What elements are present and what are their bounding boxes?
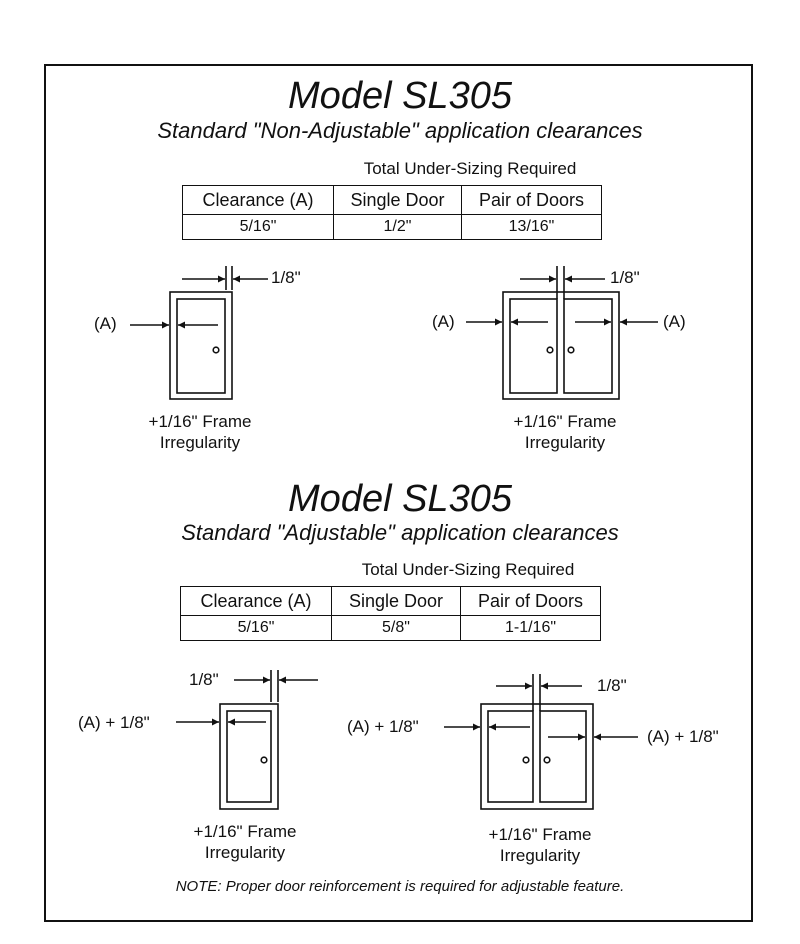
clearance-label: (A) (432, 312, 455, 331)
door-frame-outer (502, 291, 620, 400)
door-panel-left (487, 710, 534, 803)
single-door-drawing-2 (176, 670, 318, 810)
door-panel (176, 298, 226, 394)
door-knob-icon (546, 346, 554, 354)
gap-label: 1/8" (271, 268, 301, 287)
section2-subtitle: Standard "Adjustable" application cleara… (181, 520, 619, 545)
section1-subtitle: Standard "Non-Adjustable" application cl… (157, 118, 643, 143)
door-knob-icon (260, 756, 268, 764)
clearance-label: (A) + 1/8" (647, 727, 719, 746)
gap-label: 1/8" (597, 676, 627, 695)
section2-table-caption: Total Under-Sizing Required (361, 560, 575, 579)
table-header-cell: Clearance (A) (182, 185, 334, 215)
clearance-label: (A) + 1/8" (347, 717, 419, 736)
table-header-cell: Clearance (A) (180, 586, 332, 616)
door-knob-icon (212, 346, 220, 354)
table-cell: 1-1/16" (460, 615, 601, 641)
frame-note: +1/16" Frame (148, 412, 252, 431)
gap-label: 1/8" (610, 268, 640, 287)
frame-note: +1/16" Frame (193, 822, 297, 841)
section1-table-caption: Total Under-Sizing Required (363, 159, 577, 178)
clearance-label: (A) (663, 312, 686, 331)
door-knob-icon (522, 756, 530, 764)
table-cell: 5/16" (182, 214, 334, 240)
table-cell: 13/16" (461, 214, 602, 240)
table-header-row: Clearance (A) Single Door Pair of Doors (182, 185, 602, 215)
section2-title: Model SL305 (288, 478, 512, 520)
door-panel-right (539, 710, 587, 803)
door-frame-outer (219, 703, 279, 810)
gap-label: 1/8" (189, 670, 219, 689)
door-frame-outer (169, 291, 233, 400)
table-header-row: Clearance (A) Single Door Pair of Doors (180, 586, 601, 616)
table-row: 5/16" 5/8" 1-1/16" (180, 615, 601, 641)
clearance-label: (A) + 1/8" (78, 713, 150, 732)
frame-note: Irregularity (159, 433, 241, 452)
section1-table: Clearance (A) Single Door Pair of Doors … (182, 185, 602, 240)
door-panel-right (563, 298, 613, 394)
pair-door-drawing-2 (444, 674, 638, 810)
frame-note: Irregularity (499, 846, 581, 865)
reinforcement-note: NOTE: Proper door reinforcement is requi… (175, 878, 625, 895)
table-header-cell: Single Door (333, 185, 462, 215)
table-row: 5/16" 1/2" 13/16" (182, 214, 602, 240)
frame-note: Irregularity (204, 843, 286, 862)
frame-note: +1/16" Frame (488, 825, 592, 844)
diagram-border (44, 64, 753, 922)
table-cell: 1/2" (333, 214, 462, 240)
frame-note: Irregularity (524, 433, 606, 452)
pair-door-drawing-1 (466, 266, 658, 400)
table-cell: 5/8" (331, 615, 461, 641)
single-door-drawing-1 (130, 266, 268, 400)
door-knob-icon (543, 756, 551, 764)
clearance-label: (A) (94, 314, 117, 333)
section2-table: Clearance (A) Single Door Pair of Doors … (180, 586, 601, 641)
table-header-cell: Pair of Doors (460, 586, 601, 616)
door-knob-icon (567, 346, 575, 354)
door-frame-outer (480, 703, 594, 810)
door-panel-left (509, 298, 558, 394)
table-cell: 5/16" (180, 615, 332, 641)
door-panel (226, 710, 272, 803)
section1-title: Model SL305 (288, 75, 512, 117)
frame-note: +1/16" Frame (513, 412, 617, 431)
